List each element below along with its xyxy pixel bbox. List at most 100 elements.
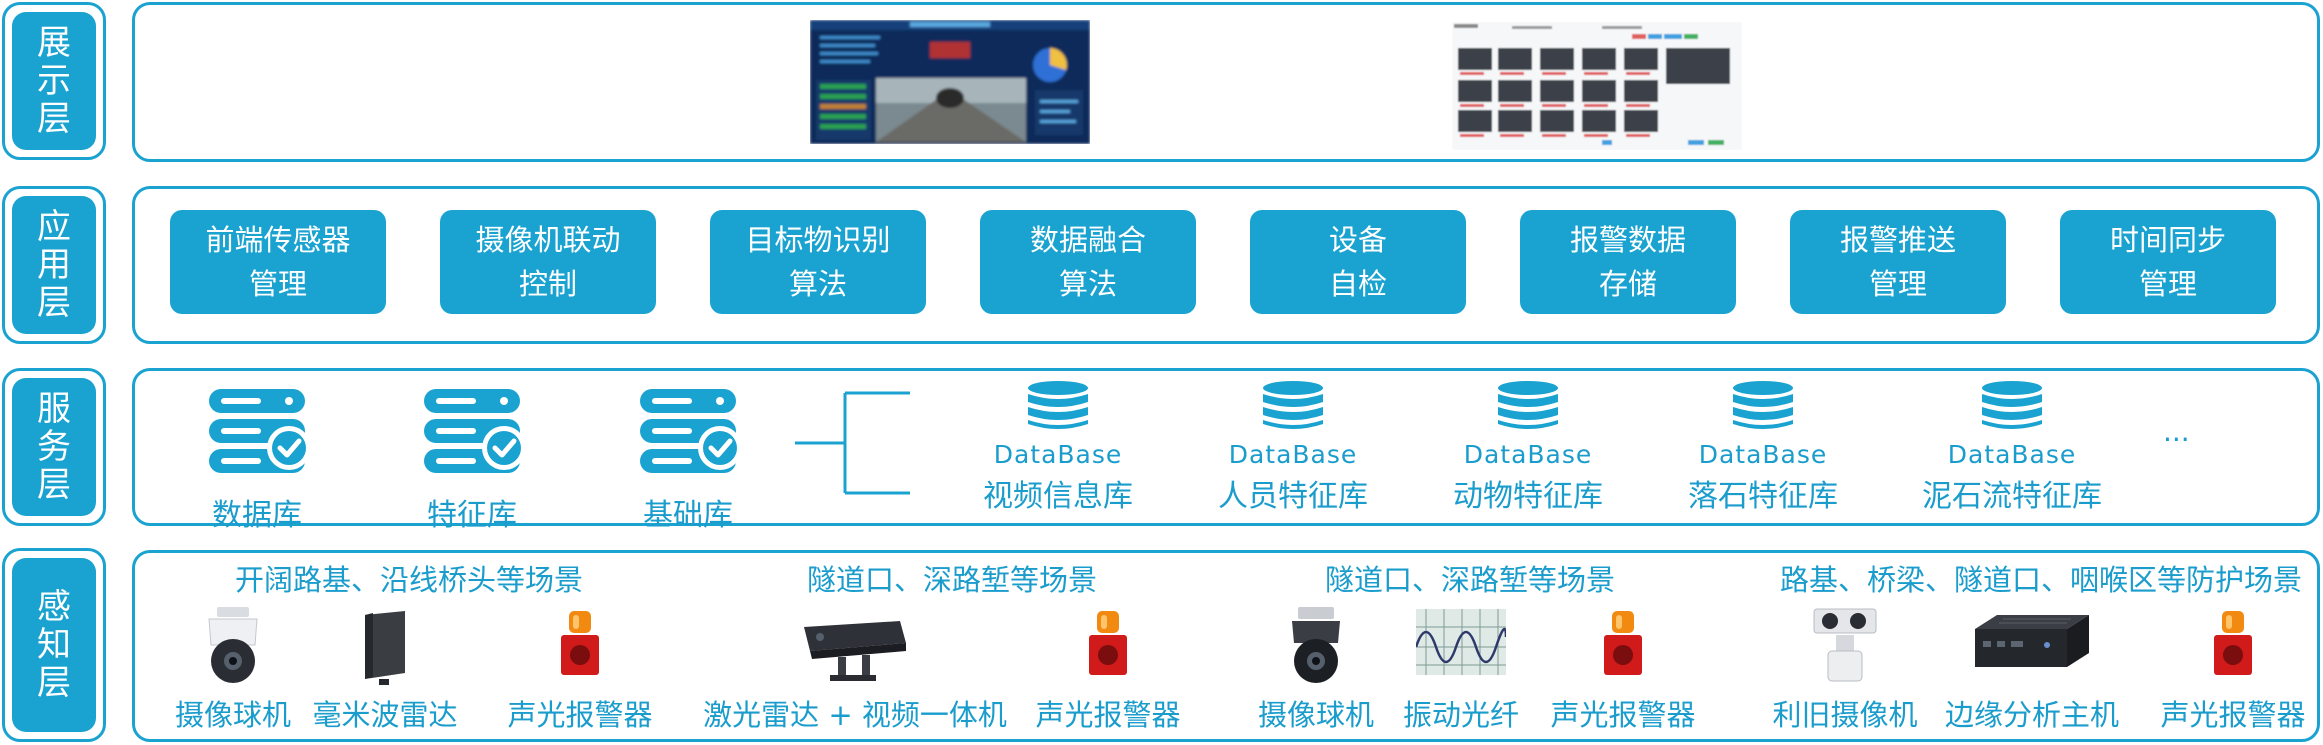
- alarm-list-screenshot: [1452, 22, 1742, 150]
- app-item-line2: 管理: [248, 267, 307, 301]
- db-video-info: DataBase 视频信息库: [948, 380, 1168, 515]
- dashboard-screenshot: [810, 20, 1090, 144]
- alarm-icon: [2214, 611, 2252, 675]
- device-label: 摄像球机: [174, 698, 292, 732]
- database-icon: [1028, 381, 1088, 429]
- device-label: 激光雷达 + 视频一体机: [703, 698, 1007, 732]
- layer-label-application: 应用层: [37, 207, 71, 323]
- app-item-line2: 算法: [1058, 267, 1117, 301]
- db-type: DataBase: [993, 440, 1123, 469]
- database-icon: [1263, 381, 1323, 429]
- layer-tab-display: 展示层: [2, 2, 106, 160]
- app-item-camera-linkage[interactable]: 摄像机联动 控制: [440, 210, 656, 314]
- app-item-line2: 控制: [518, 267, 577, 301]
- app-item-time-sync[interactable]: 时间同步 管理: [2060, 210, 2276, 314]
- app-item-data-fusion[interactable]: 数据融合 算法: [980, 210, 1196, 314]
- device-alarm: 声光报警器: [507, 607, 653, 732]
- scene-label: 开阔路基、沿线桥头等场景: [235, 563, 584, 597]
- dome-camera-icon: [208, 607, 258, 683]
- db-name: 落石特征库: [1688, 479, 1838, 514]
- device-alarm: 声光报警器: [1550, 607, 1696, 732]
- db-debrisflow-feature: DataBase 泥石流特征库: [1902, 380, 2122, 515]
- layer-label-display: 展示层: [37, 23, 71, 139]
- layer-label-service: 服务层: [37, 389, 71, 505]
- server-base: 基础库: [608, 385, 768, 534]
- db-type: DataBase: [1463, 440, 1593, 469]
- server-database: 数据库: [177, 385, 337, 534]
- device-lidar-video: 激光雷达 + 视频一体机: [703, 607, 1007, 732]
- layer-tab-service: 服务层: [2, 368, 106, 526]
- perception-panel: [132, 550, 2320, 742]
- device-label: 声光报警器: [507, 698, 653, 732]
- server-check-icon: [640, 389, 742, 473]
- device-label: 毫米波雷达: [312, 698, 458, 732]
- app-item-line1: 目标物识别: [745, 223, 891, 257]
- display-panel: [132, 2, 2320, 162]
- app-item-line1: 数据融合: [1029, 223, 1146, 257]
- layer-label-perception: 感知层: [37, 587, 71, 703]
- server-label: 特征库: [427, 498, 517, 533]
- ptz-camera-icon: [1813, 608, 1877, 682]
- device-label: 振动光纤: [1402, 698, 1520, 732]
- scene-label: 隧道口、深路堑等场景: [1325, 563, 1616, 597]
- app-item-line1: 报警数据: [1569, 223, 1686, 257]
- device-dome-camera: 摄像球机: [175, 607, 291, 732]
- db-rockfall-feature: DataBase 落石特征库: [1653, 380, 1873, 515]
- device-label: 摄像球机: [1257, 698, 1375, 732]
- app-item-line2: 算法: [788, 267, 847, 301]
- server-label: 数据库: [212, 498, 302, 533]
- alarm-icon: [1089, 611, 1127, 675]
- app-item-line2: 存储: [1598, 267, 1657, 301]
- device-alarm: 声光报警器: [1035, 607, 1181, 732]
- server-label: 基础库: [643, 498, 733, 533]
- device-dome-camera: 摄像球机: [1258, 607, 1374, 732]
- app-item-line2: 自检: [1328, 267, 1387, 301]
- app-item-line1: 摄像机联动: [475, 223, 621, 257]
- dome-camera-icon: [1292, 607, 1340, 683]
- db-person-feature: DataBase 人员特征库: [1183, 380, 1403, 515]
- bracket-connector: [795, 391, 910, 495]
- scene-label: 路基、桥梁、隧道口、咽喉区等防护场景: [1780, 563, 2303, 597]
- device-label: 声光报警器: [2160, 698, 2306, 732]
- db-name: 人员特征库: [1218, 479, 1368, 514]
- app-item-line1: 时间同步: [2109, 223, 2226, 257]
- device-label: 声光报警器: [1035, 698, 1181, 732]
- app-item-frontend-sensor[interactable]: 前端传感器 管理: [170, 210, 386, 314]
- app-item-alarm-push[interactable]: 报警推送 管理: [1790, 210, 2006, 314]
- db-type: DataBase: [1228, 440, 1358, 469]
- layer-tab-application: 应用层: [2, 186, 106, 344]
- database-icon: [1982, 381, 2042, 429]
- db-type: DataBase: [1947, 440, 2077, 469]
- database-icon: [1733, 381, 1793, 429]
- radar-icon: [365, 611, 405, 685]
- server-check-icon: [424, 389, 526, 473]
- app-item-line1: 前端传感器: [205, 223, 351, 257]
- app-item-line2: 管理: [1868, 267, 1927, 301]
- db-animal-feature: DataBase 动物特征库: [1418, 380, 1638, 515]
- device-label: 利旧摄像机: [1772, 698, 1918, 732]
- database-icon: [1498, 381, 1558, 429]
- layer-tab-perception: 感知层: [2, 548, 106, 742]
- edge-host-icon: [1975, 615, 2089, 667]
- scene-label: 隧道口、深路堑等场景: [807, 563, 1098, 597]
- device-ptz-camera: 利旧摄像机: [1772, 607, 1918, 732]
- db-name: 视频信息库: [983, 479, 1133, 514]
- db-type: DataBase: [1698, 440, 1828, 469]
- app-item-alarm-storage[interactable]: 报警数据 存储: [1520, 210, 1736, 314]
- db-ellipsis: ...: [2163, 415, 2190, 448]
- app-item-line2: 管理: [2138, 267, 2197, 301]
- alarm-icon: [561, 611, 599, 675]
- alarm-icon: [1604, 611, 1642, 675]
- app-item-line1: 设备: [1328, 223, 1387, 257]
- app-item-target-recognition[interactable]: 目标物识别 算法: [710, 210, 926, 314]
- device-label: 声光报警器: [1550, 698, 1696, 732]
- app-item-device-selfcheck[interactable]: 设备 自检: [1250, 210, 1466, 314]
- vibration-fiber-icon: [1414, 609, 1508, 675]
- db-name: 动物特征库: [1453, 479, 1603, 514]
- device-mmwave-radar: 毫米波雷达: [312, 607, 458, 732]
- device-label: 边缘分析主机: [1944, 698, 2120, 732]
- db-name: 泥石流特征库: [1922, 479, 2102, 514]
- device-vibration-fiber: 振动光纤: [1403, 607, 1519, 732]
- app-item-line1: 报警推送: [1839, 223, 1956, 257]
- device-alarm: 声光报警器: [2160, 607, 2306, 732]
